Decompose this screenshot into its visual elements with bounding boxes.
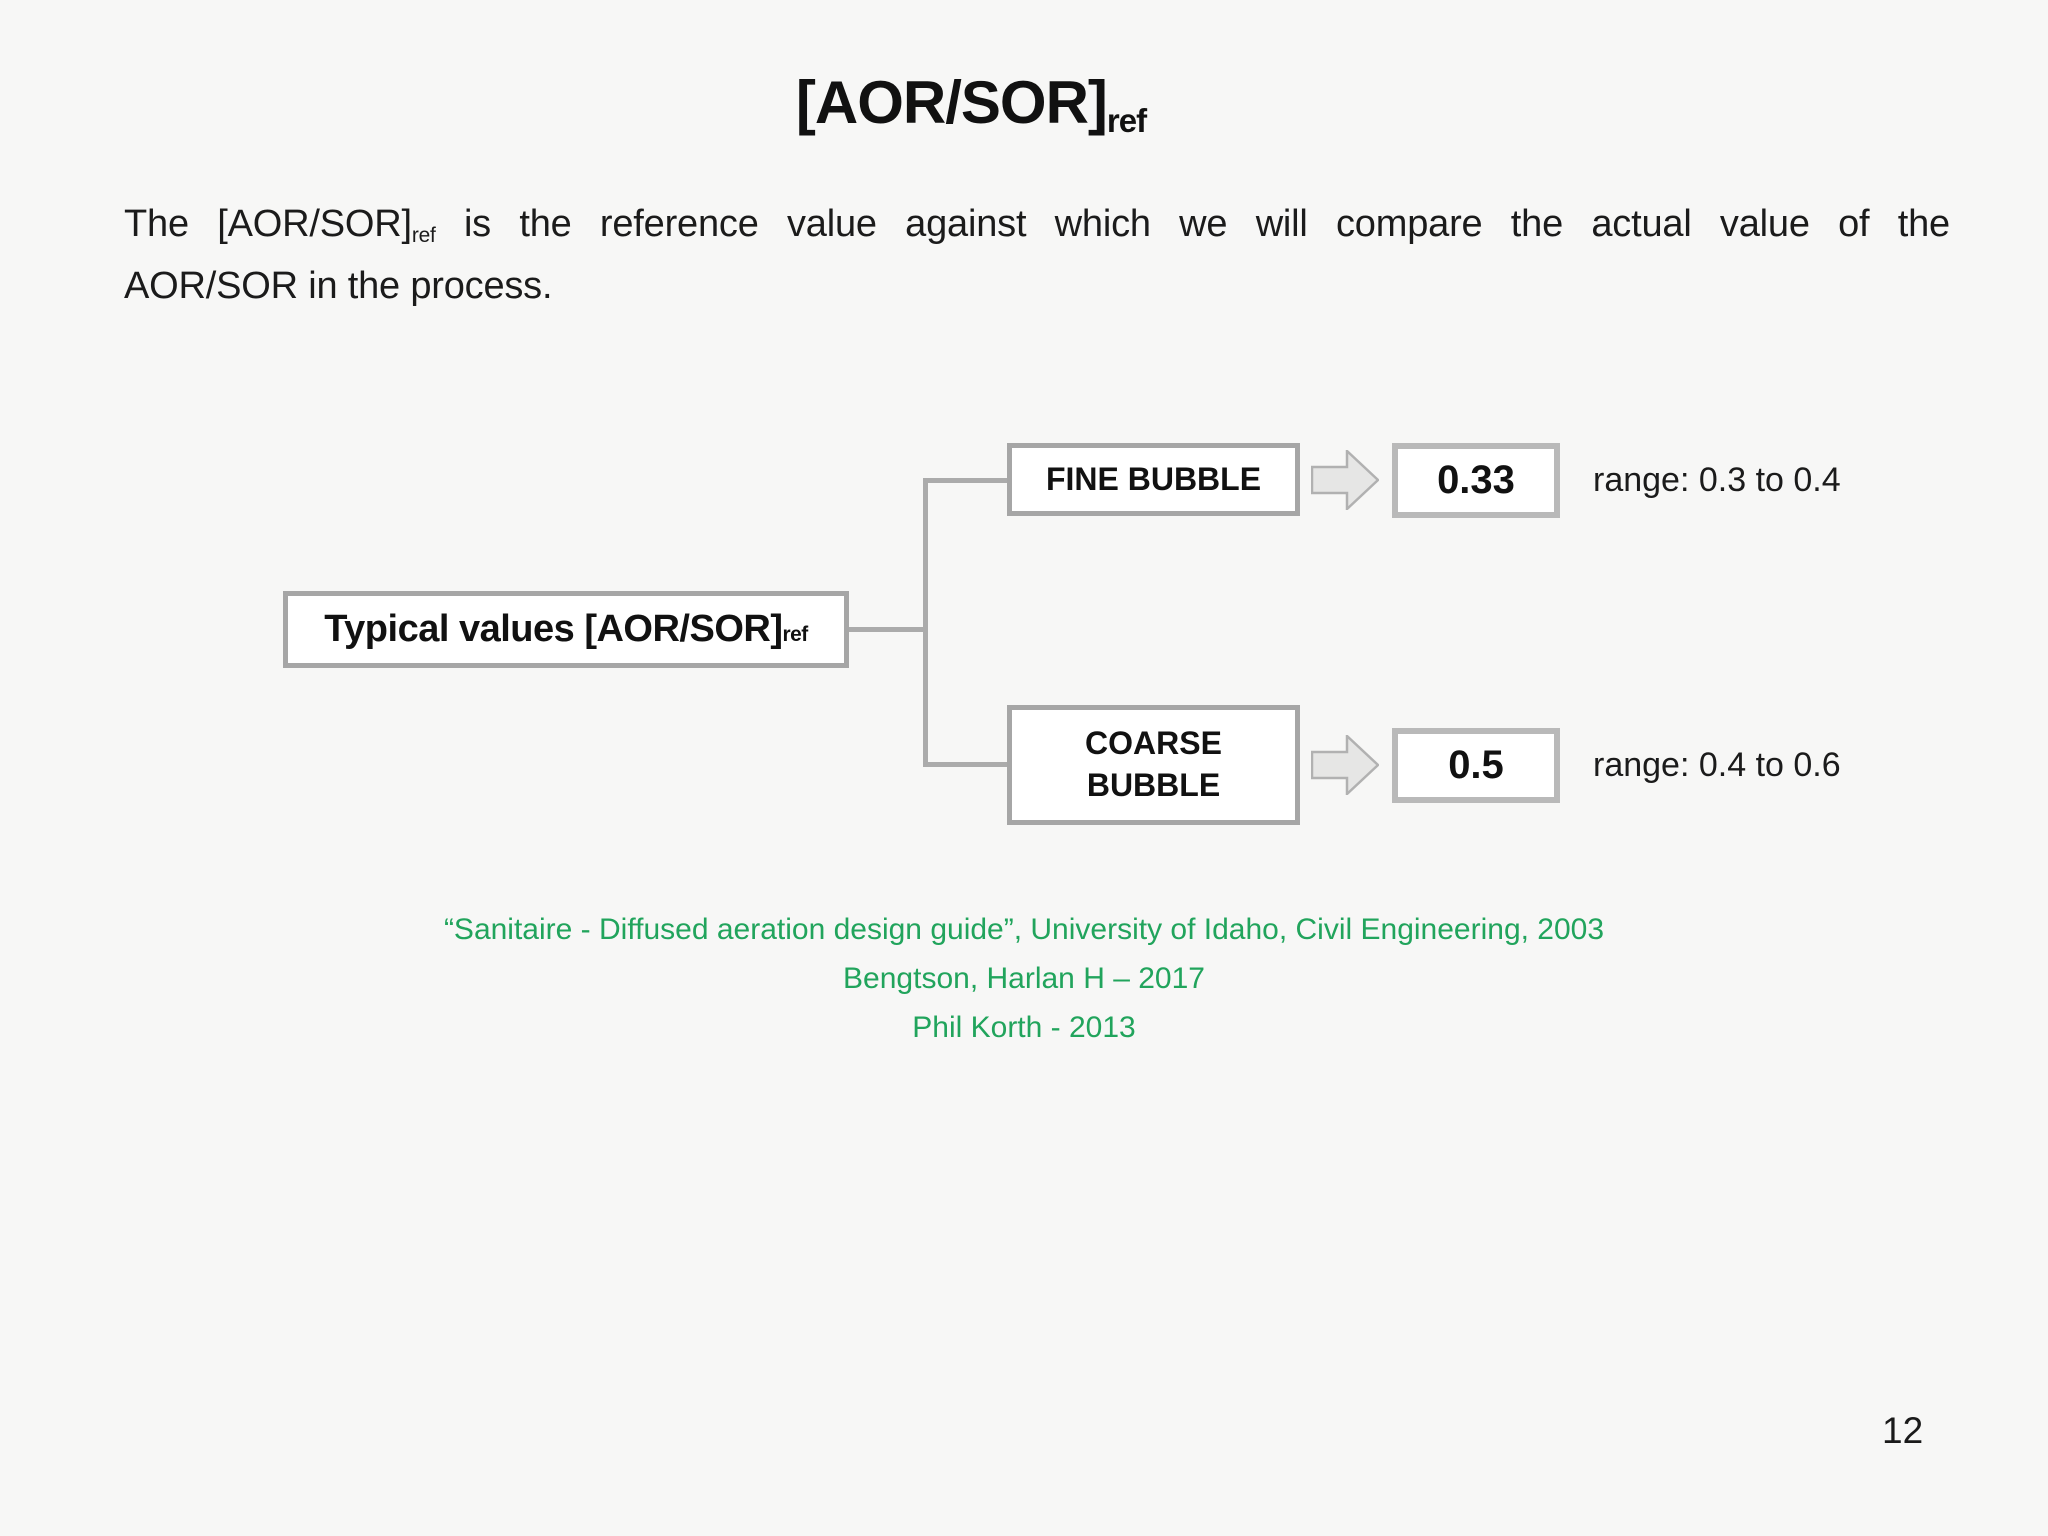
page-number: 12 [1882,1410,1924,1451]
citation-line: “Sanitaire - Diffused aeration design gu… [443,913,1605,946]
root-node-label: Typical values [AOR/SOR] [324,608,783,650]
right-arrow-icon [1311,735,1379,795]
connector-vertical [923,478,928,767]
connector-root-horizontal [849,627,925,632]
coarse-bubble-box: COARSE BUBBLE [1007,705,1300,825]
fine-bubble-value: 0.33 [1437,458,1515,502]
root-node-subscript: ref [782,623,808,647]
intro-paragraph-line2: AOR/SOR in the process. [124,265,553,307]
fine-bubble-range: range: 0.3 to 0.4 [1593,461,1841,499]
intro-paragraph-line1: The [AOR/SOR]ref is the reference value … [124,196,1950,258]
coarse-bubble-value: 0.5 [1448,743,1504,787]
citation-line: Phil Korth - 2013 [912,1011,1136,1044]
paragraph-text: is the reference value against which we … [435,203,1950,245]
paragraph-bracket-term: [AOR/SOR] [217,203,412,245]
fine-bubble-value-box: 0.33 [1392,443,1560,518]
citation-line: Bengtson, Harlan H – 2017 [843,962,1205,995]
page-title-main: [AOR/SOR] [795,69,1108,137]
connector-bottom-branch [923,762,1007,767]
fine-bubble-label: FINE BUBBLE [1045,461,1262,497]
paragraph-subscript: ref [411,223,436,247]
right-arrow-icon [1311,450,1379,510]
coarse-bubble-label: COARSE BUBBLE [1085,725,1222,803]
coarse-bubble-range: range: 0.4 to 0.6 [1593,746,1841,784]
page-title-subscript: ref [1106,102,1147,140]
root-node-box: Typical values [AOR/SOR]ref [283,591,849,668]
connector-top-branch [923,478,1007,483]
paragraph-text: The [124,203,218,245]
citations-block: “Sanitaire - Diffused aeration design gu… [0,905,2048,1052]
page-title: [AOR/SOR]ref [795,68,1147,140]
intro-paragraph: The [AOR/SOR]ref is the reference value … [124,196,1950,314]
coarse-bubble-value-box: 0.5 [1392,728,1560,803]
fine-bubble-box: FINE BUBBLE [1007,443,1300,516]
